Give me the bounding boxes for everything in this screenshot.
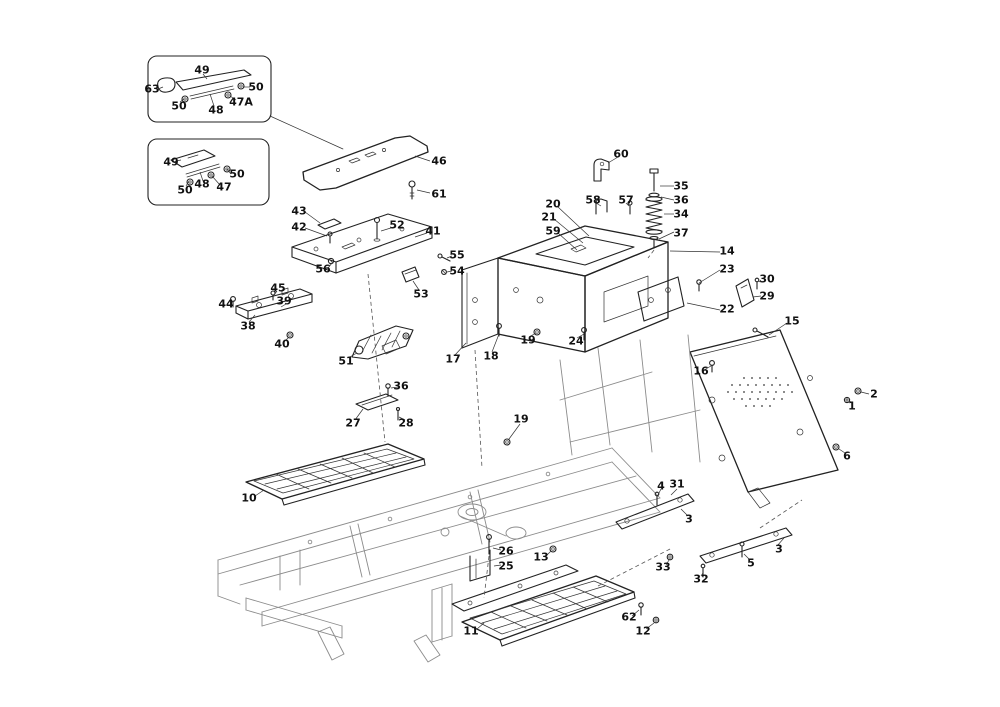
grille-speckle (727, 377, 793, 407)
footrest-left (245, 443, 426, 506)
spring-assembly (593, 158, 663, 259)
small-parts (355, 383, 660, 624)
seat-plate (302, 135, 429, 200)
inset-detail-boxes (147, 55, 344, 206)
assembly-guide-lines (367, 273, 483, 469)
callout-leader-lines (157, 73, 870, 630)
console-pedestal (461, 225, 702, 353)
clip-53-screws (401, 253, 451, 283)
adjuster-arm-51 (351, 325, 414, 360)
rear-panel (689, 277, 862, 509)
side-brackets (597, 491, 803, 587)
footrest-right (451, 564, 636, 647)
bracket-38-assembly (230, 287, 313, 339)
support-tower (559, 334, 701, 463)
bracket-41-assembly (291, 213, 433, 274)
chassis-frame (217, 447, 661, 663)
